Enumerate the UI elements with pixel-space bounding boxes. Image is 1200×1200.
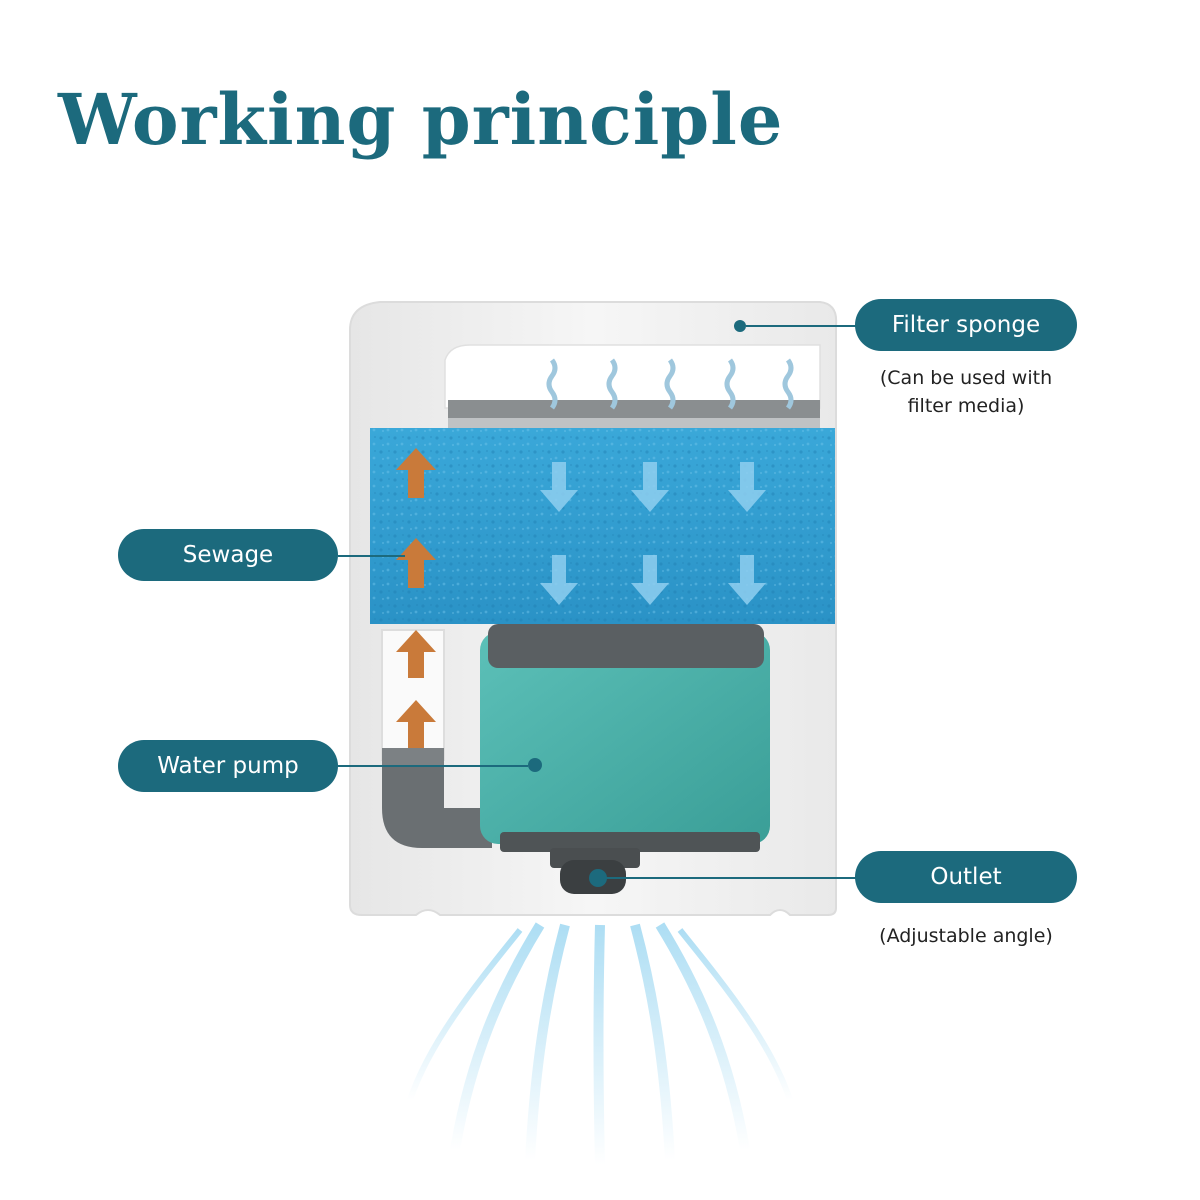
outflow-water-jets: [407, 922, 793, 1166]
flow-down-arrows: [540, 462, 766, 605]
outlet-nozzle: [550, 848, 640, 894]
water-drips: [546, 358, 794, 410]
sewage-label: Sewage: [118, 529, 338, 581]
filter-sponge-block: [370, 428, 835, 624]
filter-sponge-note-line2: filter media): [907, 395, 1025, 417]
water-pump-label: Water pump: [118, 740, 338, 792]
filter-sponge-note-line1: (Can be used with: [879, 367, 1053, 389]
leader-lines: [338, 320, 856, 879]
filter-sponge-label: Filter sponge: [855, 299, 1077, 351]
outlet-note: (Adjustable angle): [879, 925, 1053, 947]
page-title: Working principle: [58, 78, 784, 161]
flow-up-arrows: [396, 448, 436, 748]
outlet-label: Outlet: [855, 851, 1077, 903]
water-pump-unit: [382, 624, 770, 852]
filter-sponge-note: (Can be used with filter media): [855, 364, 1077, 420]
